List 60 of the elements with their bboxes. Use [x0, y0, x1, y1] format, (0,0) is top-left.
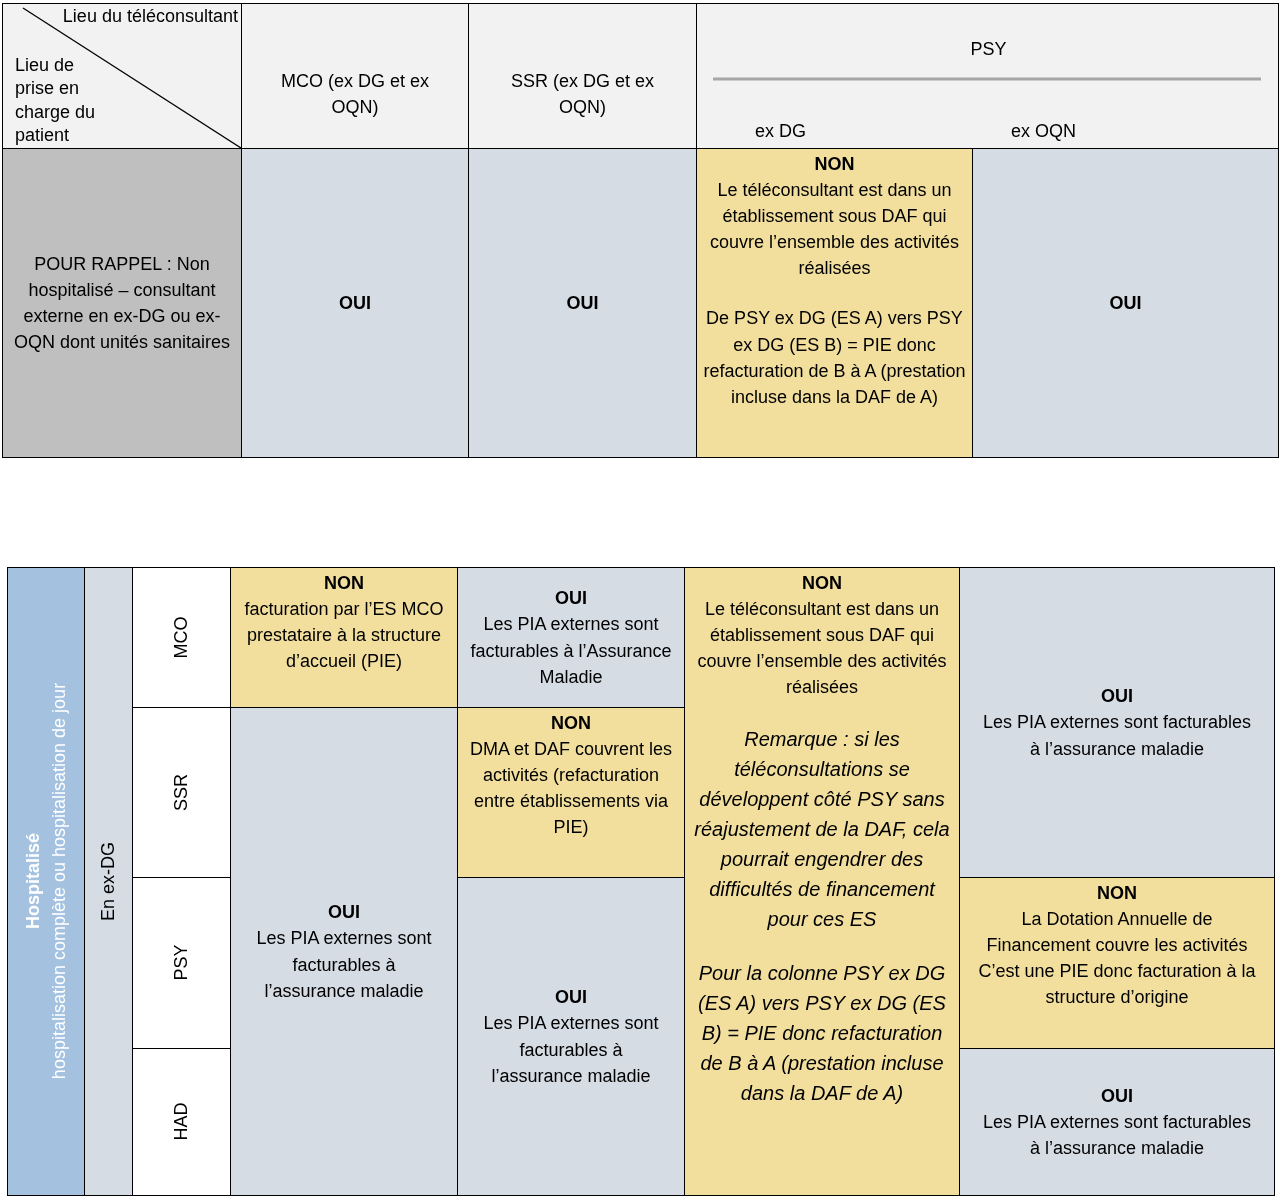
header-label: Lieu du téléconsultant [61, 5, 238, 28]
verdict-heading: OUI [328, 901, 360, 925]
table-cell [230, 707, 458, 1196]
cell-text: La Dotation Annuelle de Financement couvre les activités C’est une PIE donc facturation à la structure d’origine [977, 908, 1257, 1010]
verdict-heading: NON [814, 153, 855, 176]
header-label: PSY [969, 38, 1008, 61]
cell-text: Le téléconsultant est dans un établissement sous DAF qui couvre l’ensemble des activités réalisées [696, 598, 948, 700]
table-cell [959, 1048, 1275, 1196]
verdict-heading: OUI [1101, 685, 1133, 709]
table-cell [241, 148, 469, 458]
header-label: HAD [169, 1102, 192, 1141]
column-header [241, 3, 469, 149]
column-header [696, 3, 1279, 149]
table-cell [457, 877, 685, 1196]
verdict-heading: OUI [555, 986, 587, 1010]
table-cell [2, 148, 242, 458]
table-cell [230, 567, 458, 708]
verdict-heading: OUI [1101, 1084, 1133, 1108]
header-label: ex OQN [1011, 120, 1077, 143]
table-cell [468, 148, 697, 458]
header-label: SSR (ex DG et ex OQN) [509, 69, 655, 119]
column-header [468, 3, 697, 149]
table-cell [7, 567, 85, 1196]
verdict-heading: OUI [555, 587, 587, 611]
verdict-heading: NON [551, 712, 591, 735]
header-label: PSY [169, 944, 192, 981]
verdict-text: OUI [339, 291, 371, 315]
table-cell [972, 148, 1279, 458]
table-cell [959, 567, 1275, 878]
header-label: SSR [169, 773, 192, 811]
note-text: Pour la colonne PSY ex DG (ES A) vers PSY ex DG (ES B) = PIE donc refacturation de B à A (prestation incluse dans la DAF de A) [697, 961, 947, 1107]
table-cell [84, 567, 133, 1196]
verdict-text: OUI [1109, 291, 1142, 315]
table-cell [696, 148, 973, 458]
header-label: MCO (ex DG et ex OQN) [280, 69, 430, 119]
header-label: Lieu de prise en charge du patient [15, 54, 97, 148]
header-label: Hospitalisé [21, 833, 44, 929]
verdict-text: OUI [566, 291, 599, 315]
cell-text: POUR RAPPEL : Non hospitalisé – consultant externe en ex-DG ou ex-OQN dont unités sanitaires [12, 252, 232, 355]
cell-text: Les PIA externes sont facturables à l’assurance maladie [482, 1012, 660, 1088]
verdict-heading: NON [324, 572, 364, 595]
header-label: En ex-DG [96, 841, 119, 921]
note-text: Remarque : si les téléconsultations se développent côté PSY sans réajustement de la DAF, cela pourrait engendrer des difficultés de financement pour ces ES [693, 727, 951, 933]
header-label: ex DG [755, 120, 807, 143]
cell-text: Les PIA externes sont facturables à l’assurance maladie [981, 1110, 1253, 1161]
table-cell [959, 877, 1275, 1049]
verdict-heading: NON [802, 572, 842, 595]
verdict-heading: NON [1097, 882, 1137, 905]
header-label: hospitalisation complète ou hospitalisation de jour [47, 682, 70, 1080]
cell-text: Le téléconsultant est dans un établissement sous DAF qui couvre l’ensemble des activités réalisées [708, 179, 961, 281]
cell-text: Les PIA externes sont facturables à l’Assurance Maladie [469, 613, 673, 689]
table-cell [457, 707, 685, 878]
cell-text: Les PIA externes sont facturables à l’assurance maladie [981, 711, 1253, 761]
header-label: MCO [169, 616, 192, 658]
cell-text: facturation par l’ES MCO prestataire à la structure d’accueil (PIE) [243, 598, 445, 674]
table-cell [684, 567, 960, 1196]
cell-text: De PSY ex DG (ES A) vers PSY ex DG (ES B) = PIE donc refacturation de B à A (prestation incluse dans la DAF de A) [703, 307, 966, 409]
table-cell [457, 567, 685, 708]
cell-text: Les PIA externes sont facturables à l’assurance maladie [255, 927, 433, 1003]
cell-text: DMA et DAF couvrent les activités (refacturation entre établissements via PIE) [468, 738, 674, 840]
